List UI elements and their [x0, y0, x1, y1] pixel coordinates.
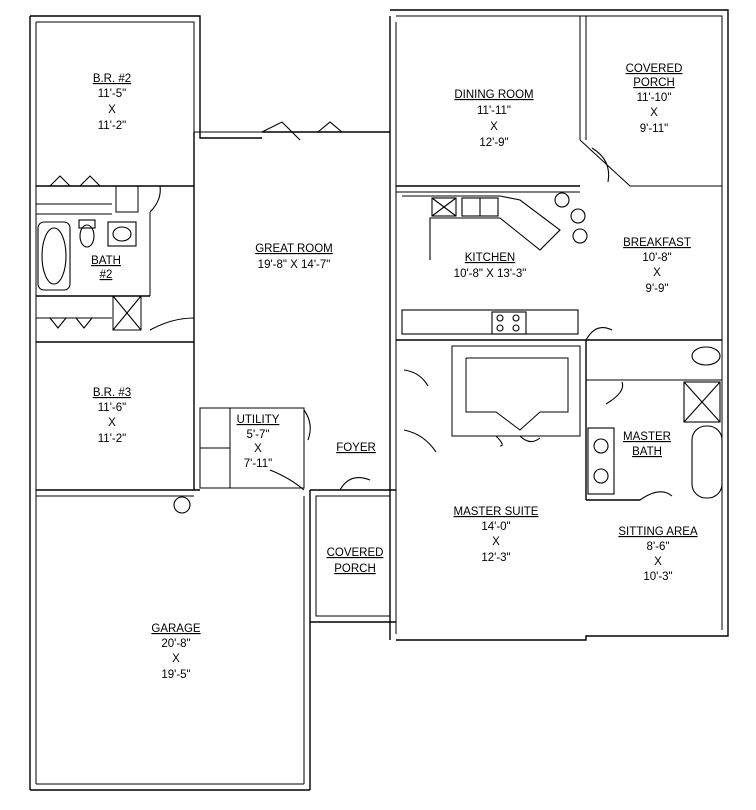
br2-width: 11'-5" [98, 88, 126, 100]
rear-porch-name2: PORCH [633, 77, 675, 89]
garage-height: 19'-5" [161, 669, 190, 681]
breakfast-name: BREAKFAST [623, 237, 691, 249]
breakfast-x: X [653, 267, 661, 279]
br3-width: 11'-6" [98, 402, 126, 414]
closet-doors [49, 175, 195, 331]
rear-porch-height: 9'-11" [640, 123, 668, 135]
rear-porch-width: 11'-10" [637, 92, 672, 104]
dining-height: 12'-9" [479, 137, 508, 149]
garage-x: X [172, 653, 180, 665]
kitchen-name: KITCHEN [465, 252, 515, 264]
br2-x: X [108, 104, 116, 116]
breakfast-height: 9'-9" [646, 283, 669, 295]
master-suite-width: 14'-0" [481, 521, 510, 533]
br3-height: 11'-2" [98, 433, 126, 445]
master-suite-height: 12'-3" [481, 552, 510, 564]
room-labels: B.R. #2 11'-5" X 11'-2" BATH #2 B.R. #3 … [91, 63, 698, 681]
utility-x: X [254, 443, 262, 455]
right-wing-walls [390, 9, 729, 641]
breakfast-width: 10'-8" [642, 252, 671, 264]
dining-name: DINING ROOM [454, 89, 533, 101]
rear-porch-x: X [650, 107, 658, 119]
center-walls [199, 16, 397, 640]
sitting-x: X [654, 556, 662, 568]
sitting-width: 8'-6" [647, 541, 670, 553]
bath2-num: #2 [100, 269, 113, 281]
br2-name: B.R. #2 [93, 73, 131, 85]
utility-height: 7'-11" [244, 458, 272, 470]
master-bath-name2: BATH [632, 446, 662, 458]
great-room-name: GREAT ROOM [255, 243, 333, 255]
utility-width: 5'-7" [247, 429, 270, 441]
br3-name: B.R. #3 [93, 387, 131, 399]
dining-width: 11'-11" [477, 105, 511, 117]
br2-height: 11'-2" [98, 120, 126, 132]
great-room-dims: 19'-8" X 14'-7" [258, 259, 331, 271]
garage-name: GARAGE [151, 623, 201, 635]
garage-width: 20'-8" [161, 638, 190, 650]
master-bath-name1: MASTER [623, 431, 671, 443]
sitting-name: SITTING AREA [618, 526, 698, 538]
front-porch-name2: PORCH [334, 563, 376, 575]
kitchen-dims: 10'-8" X 13'-3" [454, 268, 527, 280]
sitting-height: 10'-3" [643, 571, 672, 583]
master-suite-x: X [492, 536, 500, 548]
rear-porch-name1: COVERED [626, 63, 683, 75]
br3-x: X [108, 417, 116, 429]
foyer-name: FOYER [336, 442, 376, 454]
left-wing-walls [29, 15, 311, 791]
master-suite-name: MASTER SUITE [454, 506, 539, 518]
utility-name: UTILITY [237, 414, 280, 426]
bath2-fixtures [37, 219, 137, 291]
front-porch-name1: COVERED [327, 547, 384, 559]
bath2-name: BATH [91, 255, 121, 267]
dining-x: X [490, 121, 498, 133]
